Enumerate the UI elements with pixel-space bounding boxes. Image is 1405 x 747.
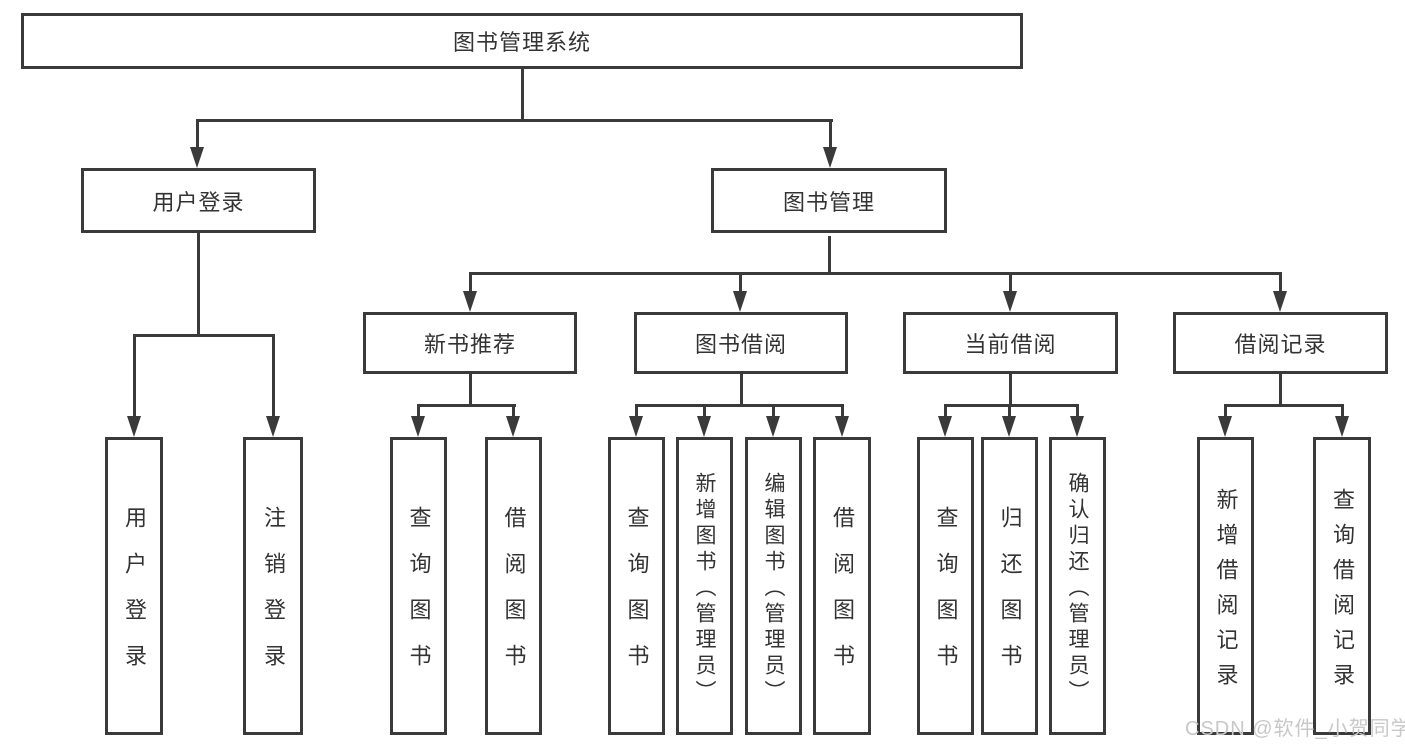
connector-borrowing-drop-3 — [772, 404, 775, 418]
node-borrowing-records: 借阅记录 — [1173, 312, 1388, 374]
node-current-borrowing: 当前借阅 — [903, 312, 1118, 374]
connector-recommend-drop-2 — [512, 404, 515, 418]
leaf-borrow-books-recommend: 借阅图书 — [485, 437, 542, 735]
connector-records-drop-1 — [1224, 404, 1227, 418]
connector-records-stem — [1279, 374, 1282, 407]
arrow-to-leaf-logout — [266, 416, 280, 437]
connector-root-right-drop — [829, 119, 832, 149]
connector-user-login-drop-1 — [133, 334, 136, 418]
arrow-to-new-book-recommend — [463, 291, 477, 312]
connector-root-bar — [196, 119, 833, 122]
arrow-to-borrowing-records — [1273, 291, 1287, 312]
leaf-add-borrow-record: 新增借阅记录 — [1197, 437, 1254, 735]
connector-recommend-stem — [469, 374, 472, 407]
node-book-management: 图书管理 — [711, 168, 947, 233]
connector-book-mgmt-drop-2 — [739, 272, 742, 294]
leaf-query-books-current: 查询图书 — [917, 437, 974, 735]
connector-current-stem — [1009, 374, 1012, 407]
arrow-to-leaf-borrow-books — [835, 416, 849, 437]
connector-borrowing-drop-2 — [703, 404, 706, 418]
connector-recommend-drop-1 — [417, 404, 420, 418]
leaf-confirm-return-admin: 确认归还（管理员） — [1049, 437, 1106, 735]
connector-current-drop-1 — [944, 404, 947, 418]
arrow-to-leaf-edit-books-admin — [766, 416, 780, 437]
arrow-to-leaf-return-books — [1002, 416, 1016, 437]
connector-records-drop-2 — [1341, 404, 1344, 418]
connector-records-bar — [1224, 404, 1343, 407]
connector-book-mgmt-drop-4 — [1279, 272, 1282, 294]
arrow-to-leaf-query-books-recommend — [411, 416, 425, 437]
connector-current-drop-3 — [1076, 404, 1079, 418]
leaf-add-books-admin: 新增图书（管理员） — [676, 437, 733, 735]
connector-book-mgmt-stem — [828, 236, 831, 275]
connector-root-stem — [521, 69, 524, 121]
connector-book-mgmt-drop-3 — [1009, 272, 1012, 294]
arrow-to-current-borrowing — [1003, 291, 1017, 312]
arrow-to-leaf-confirm-return-admin — [1070, 416, 1084, 437]
node-new-book-recommend: 新书推荐 — [363, 312, 577, 374]
node-library-management-system: 图书管理系统 — [21, 13, 1023, 69]
arrow-to-book-borrowing — [733, 291, 747, 312]
arrow-to-user-login — [190, 147, 204, 168]
connector-user-login-drop-2 — [272, 334, 275, 418]
arrow-to-leaf-add-books-admin — [697, 416, 711, 437]
leaf-logout: 注销登录 — [243, 437, 303, 735]
connector-recommend-bar — [417, 404, 516, 407]
connector-borrowing-drop-1 — [635, 404, 638, 418]
connector-user-login-bar — [133, 334, 275, 337]
connector-root-left-drop — [196, 119, 199, 149]
leaf-edit-books-admin: 编辑图书（管理员） — [745, 437, 802, 735]
leaf-query-books-borrowing: 查询图书 — [608, 437, 665, 735]
csdn-watermark: CSDN @软件_小贺同学 — [1185, 718, 1405, 740]
connector-current-drop-2 — [1008, 404, 1011, 418]
arrow-to-leaf-user-login — [127, 416, 141, 437]
leaf-borrow-books: 借阅图书 — [813, 437, 871, 735]
arrow-to-leaf-add-borrow-record — [1218, 416, 1232, 437]
leaf-return-books: 归还图书 — [981, 437, 1038, 735]
leaf-query-books-recommend: 查询图书 — [390, 437, 447, 735]
arrow-to-leaf-borrow-books-recommend — [506, 416, 520, 437]
node-user-login: 用户登录 — [81, 168, 316, 233]
arrow-to-book-management — [823, 147, 837, 168]
connector-book-mgmt-bar — [469, 272, 1282, 275]
connector-book-mgmt-drop-1 — [469, 272, 472, 294]
node-book-borrowing: 图书借阅 — [634, 312, 848, 374]
arrow-to-leaf-query-books-current — [938, 416, 952, 437]
connector-user-login-stem — [197, 233, 200, 336]
connector-borrowing-stem — [740, 374, 743, 407]
arrow-to-leaf-query-borrow-record — [1335, 416, 1349, 437]
leaf-query-borrow-record: 查询借阅记录 — [1313, 437, 1371, 735]
leaf-user-login: 用户登录 — [105, 437, 163, 735]
connector-borrowing-drop-4 — [841, 404, 844, 418]
connector-current-bar — [944, 404, 1079, 407]
connector-borrowing-bar — [635, 404, 844, 407]
arrow-to-leaf-query-books-borrowing — [629, 416, 643, 437]
